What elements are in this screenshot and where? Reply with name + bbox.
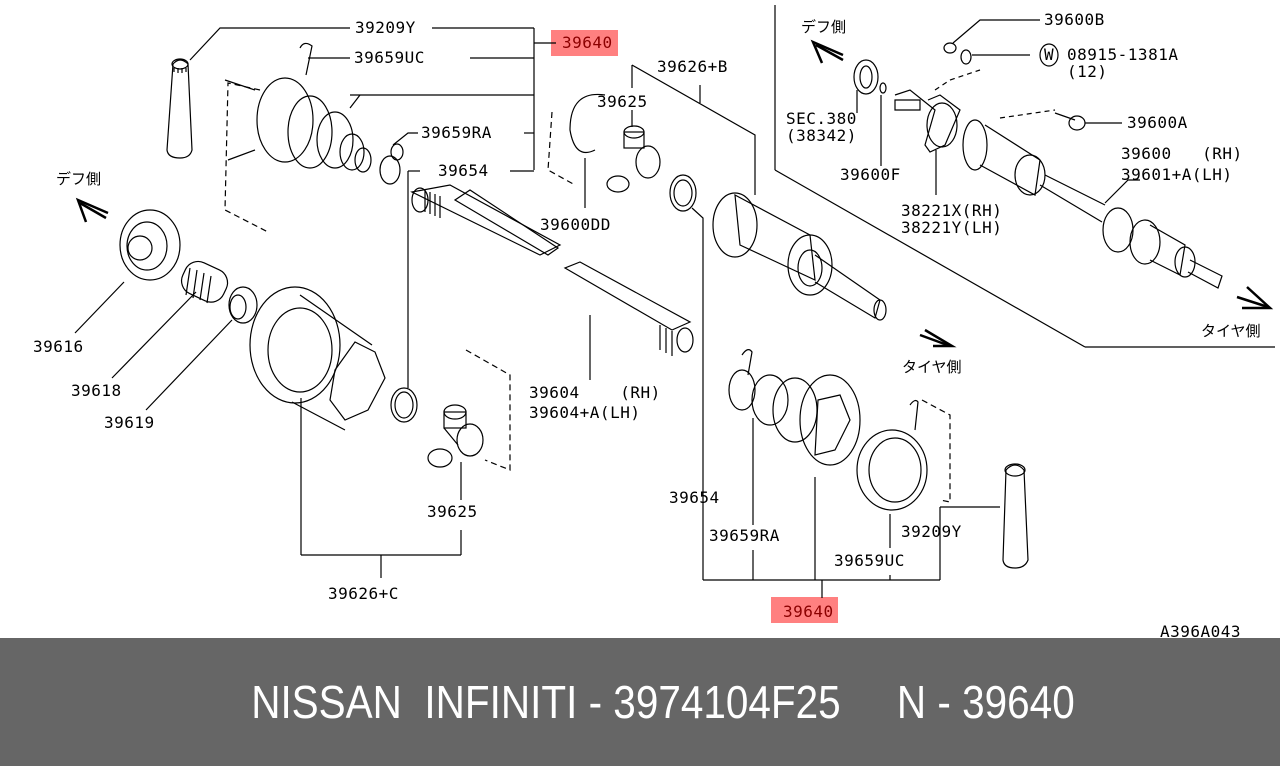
callout-39626b[interactable]: 39626+B [657,57,728,76]
washer-08915-icon [960,49,972,65]
oring-39600f-icon [879,82,887,94]
callout-39640-bottom[interactable]: 39640 [783,602,834,621]
callout-39616[interactable]: 39616 [33,337,84,356]
cap-39619-icon [228,286,258,324]
grease-tube-bottom-icon [1002,463,1029,569]
callout-sec380-ref: (38342) [786,126,857,145]
part-number: 3974104F25 [612,676,841,728]
nut-39600b-icon [943,42,957,54]
callout-39625-top[interactable]: 39625 [597,92,648,111]
callout-38221x[interactable]: 38221X(RH) [901,201,1003,220]
housing-39626b-icon [712,192,887,321]
tripod-39625-top-icon [606,125,661,193]
ring-39654-icon [390,387,418,423]
arrow-diff-side-right-icon [810,39,844,64]
arrow-diff-side-left-icon [75,197,109,223]
seal-39616-icon [119,209,181,281]
cv-boot-bottom-icon [728,349,861,466]
diff-side-label-right: デフ側 [801,18,847,36]
snap-ring-39600dd-icon [569,93,606,154]
parts-diagram: 39640 39640 39209Y 39659UC 39659RA 39654… [33,5,1275,641]
clamp-39659uc-bottom-icon [856,399,928,511]
callout-39654-top[interactable]: 39654 [438,161,489,180]
part-info-text: NISSAN INFINITI - 3974104F25 N - 39640 [206,621,1075,783]
flange-38221-icon [894,89,961,153]
callout-39600b[interactable]: 39600B [1044,10,1105,29]
bolt-39600a-icon [1054,112,1086,131]
callout-39604-lh[interactable]: 39604+A(LH) [529,403,641,422]
ring-39654-right-icon [669,174,697,212]
exploded-view-drawing [74,5,1275,623]
grease-tube-top-icon [166,58,193,159]
tire-side-label-right: タイヤ側 [1201,322,1261,340]
callout-39209y-bottom[interactable]: 39209Y [901,522,962,541]
callout-39600f[interactable]: 39600F [840,165,901,184]
callout-39209y-top[interactable]: 39209Y [355,18,416,37]
callout-39659uc-top[interactable]: 39659UC [354,48,425,67]
callout-39600dd[interactable]: 39600DD [540,215,611,234]
tripod-39625-icon [427,404,484,468]
callout-39659uc-bottom[interactable]: 39659UC [834,551,905,570]
callout-39604-rh[interactable]: 39604 (RH) [529,383,661,402]
callout-39659ra-top[interactable]: 39659RA [421,123,492,142]
callout-39654-bottom[interactable]: 39654 [669,488,720,507]
figure-code: A396A043 [1160,622,1242,641]
housing-39626c-icon [249,286,386,431]
callout-38221y[interactable]: 38221Y(LH) [901,218,1003,237]
callout-39625-bottom[interactable]: 39625 [427,502,478,521]
shaft-39604-icon [410,184,694,356]
gap [840,676,896,728]
callout-08915-1381a[interactable]: 08915-1381A [1067,45,1179,64]
circle-w-icon [1039,43,1059,67]
driveshaft-39600-icon [962,119,1223,289]
separator: - [925,676,962,728]
circle-w-label: W [1044,45,1055,64]
callout-39640-top[interactable]: 39640 [562,33,613,52]
cv-boot-top-icon [224,42,404,185]
callout-39626c[interactable]: 39626+C [328,584,399,603]
callout-39600-rh[interactable]: 39600 (RH) [1121,144,1243,163]
tire-side-label-center: タイヤ側 [902,358,962,376]
callout-39619[interactable]: 39619 [104,413,155,432]
ref-number: 39640 [961,676,1075,728]
callout-39601-lh[interactable]: 39601+A(LH) [1121,165,1233,184]
diff-side-label-left: デフ側 [56,170,102,188]
seal-sec380-icon [853,59,879,95]
callout-39659ra-bottom[interactable]: 39659RA [709,526,780,545]
brand-name: NISSAN INFINITI [250,676,577,728]
callout-08915-qty: (12) [1067,62,1108,81]
part-info-banner: NISSAN INFINITI - 3974104F25 N - 39640 [0,638,1280,766]
arrow-tire-side-center-icon [919,328,957,348]
arrow-tire-side-right-icon [1236,286,1274,310]
ref-prefix: N [896,676,926,728]
callout-39618[interactable]: 39618 [71,381,122,400]
separator: - [576,676,613,728]
spring-39618-icon [180,260,229,304]
callout-sec380[interactable]: SEC.380 [786,109,857,128]
callout-39600a[interactable]: 39600A [1127,113,1188,132]
